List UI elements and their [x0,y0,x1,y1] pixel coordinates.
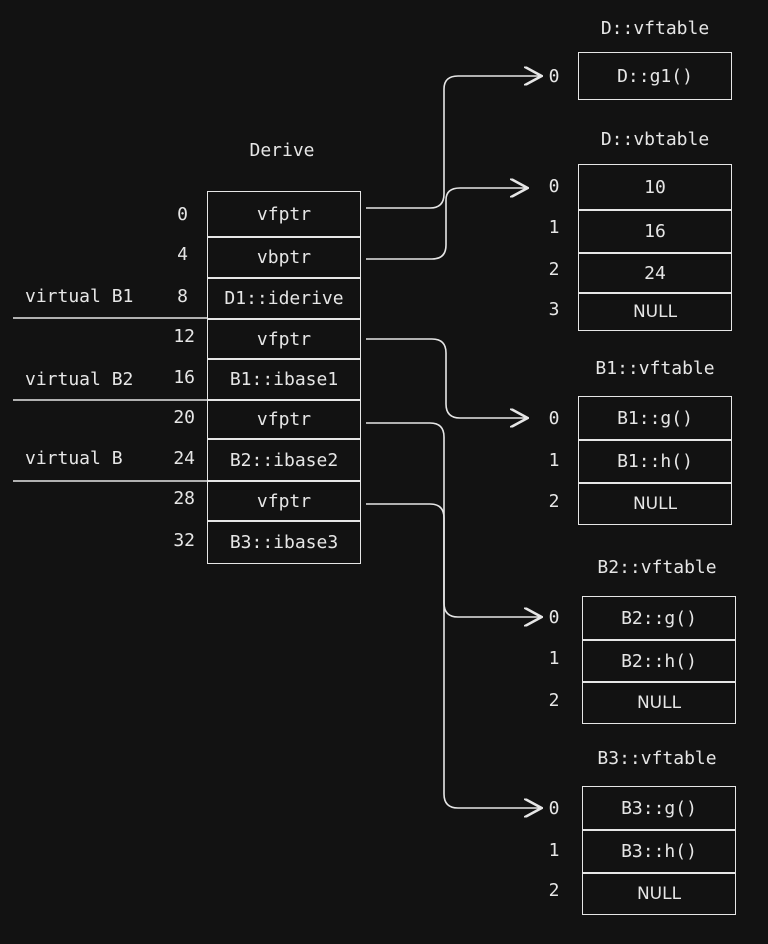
index-label: 0 [548,607,560,628]
b3-vftable-entry: NULL [582,873,736,915]
b1-vftable-entry: B1::h() [578,440,732,483]
d-vftable-title: D::vftable [600,18,710,39]
derive-slot-iderive: D1::iderive [207,278,361,319]
index-label: 1 [548,648,560,669]
d-vbtable-entry: 24 [578,253,732,293]
index-label: 1 [548,450,560,471]
derive-slot-vbptr: vbptr [207,237,361,278]
index-label: 3 [548,299,560,320]
section-label-virtual-b1: virtual B1 [25,286,134,307]
b1-vftable-entry: NULL [578,483,732,525]
index-label: 0 [548,66,560,87]
arrow-vfptr-to-d-vftable [366,76,540,209]
b3-vftable-entry: B3::g() [582,786,736,830]
b3-vftable-title: B3::vftable [597,748,717,769]
index-label: 2 [548,880,560,901]
b2-vftable-title: B2::vftable [597,557,717,578]
offset-label: 4 [177,244,188,265]
derive-slot-vfptr: vfptr [207,400,361,439]
d-vbtable-entry: 16 [578,210,732,253]
d-vbtable-title: D::vbtable [600,129,710,150]
b2-vftable-entry: B2::h() [582,640,736,682]
b1-vftable-title: B1::vftable [595,358,715,379]
offset-label: 28 [173,488,195,509]
arrow-vbptr-to-d-vbtable [366,188,526,260]
offset-label: 16 [173,367,195,388]
offset-label: 32 [173,530,195,551]
derive-slot-vfptr: vfptr [207,191,361,237]
d-vbtable-entry: 10 [578,164,732,210]
offset-label: 20 [173,407,195,428]
index-label: 0 [548,798,560,819]
index-label: 0 [548,408,560,429]
derive-slot-ibase2: B2::ibase2 [207,439,361,481]
offset-label: 8 [177,286,188,307]
b1-vftable-entry: B1::g() [578,396,732,440]
offset-label: 0 [177,204,188,225]
section-label-virtual-b2: virtual B2 [25,369,134,390]
offset-label: 12 [173,326,195,347]
b2-vftable-entry: B2::g() [582,596,736,640]
b3-vftable-entry: B3::h() [582,830,736,873]
derive-slot-ibase1: B1::ibase1 [207,359,361,400]
derive-title: Derive [249,140,315,161]
arrow-vfptr-to-b3-vftable [366,503,540,808]
offset-label: 24 [173,448,195,469]
arrow-vfptr-to-b2-vftable [366,422,540,617]
section-label-virtual-b: virtual B [25,448,123,469]
derive-slot-vfptr: vfptr [207,319,361,359]
d-vftable-entry: D::g1() [578,52,732,100]
derive-slot-ibase3: B3::ibase3 [207,521,361,564]
arrow-vfptr-to-b1-vftable [366,338,526,418]
b2-vftable-entry: NULL [582,682,736,724]
index-label: 0 [548,176,560,197]
d-vbtable-entry: NULL [578,293,732,331]
index-label: 2 [548,491,560,512]
index-label: 2 [548,690,560,711]
index-label: 1 [548,840,560,861]
index-label: 2 [548,259,560,280]
index-label: 1 [548,217,560,238]
derive-slot-vfptr: vfptr [207,481,361,521]
